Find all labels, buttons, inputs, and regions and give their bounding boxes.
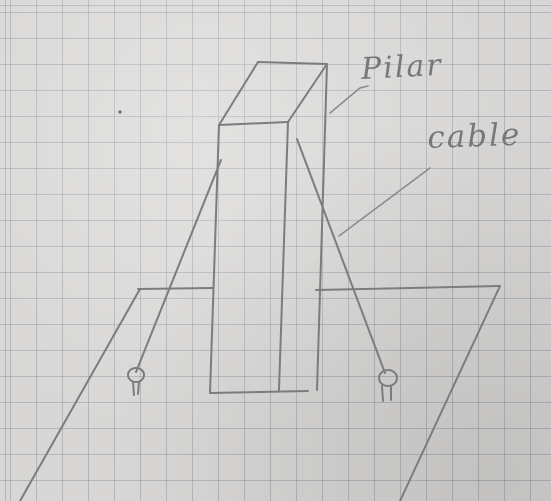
pencil-dot bbox=[118, 110, 122, 114]
anchor-left bbox=[127, 367, 145, 396]
cable-label: cable bbox=[426, 116, 522, 156]
anchor-right bbox=[378, 369, 398, 402]
cables bbox=[135, 138, 386, 374]
ground-back-edge-left bbox=[137, 287, 213, 290]
anchor-right-stem bbox=[381, 385, 392, 402]
pillar-top-face bbox=[218, 61, 328, 126]
pilar-label: Pilar bbox=[360, 47, 444, 87]
ground-left-edge bbox=[19, 288, 141, 501]
ground-plane bbox=[19, 285, 501, 501]
anchor-left-ring bbox=[127, 367, 145, 383]
pilar-pointer-line bbox=[329, 85, 369, 114]
ground-back-edge-right bbox=[315, 285, 501, 291]
cable-right bbox=[296, 138, 386, 374]
pillar-back-edge bbox=[316, 63, 328, 391]
anchor-left-stem bbox=[132, 381, 140, 396]
cable-pointer-line bbox=[338, 167, 431, 237]
pillar-front-face bbox=[209, 121, 309, 394]
cable-left bbox=[135, 159, 222, 373]
anchor-right-ring bbox=[378, 369, 398, 387]
pillar bbox=[209, 61, 328, 394]
ground-right-edge bbox=[399, 285, 501, 501]
